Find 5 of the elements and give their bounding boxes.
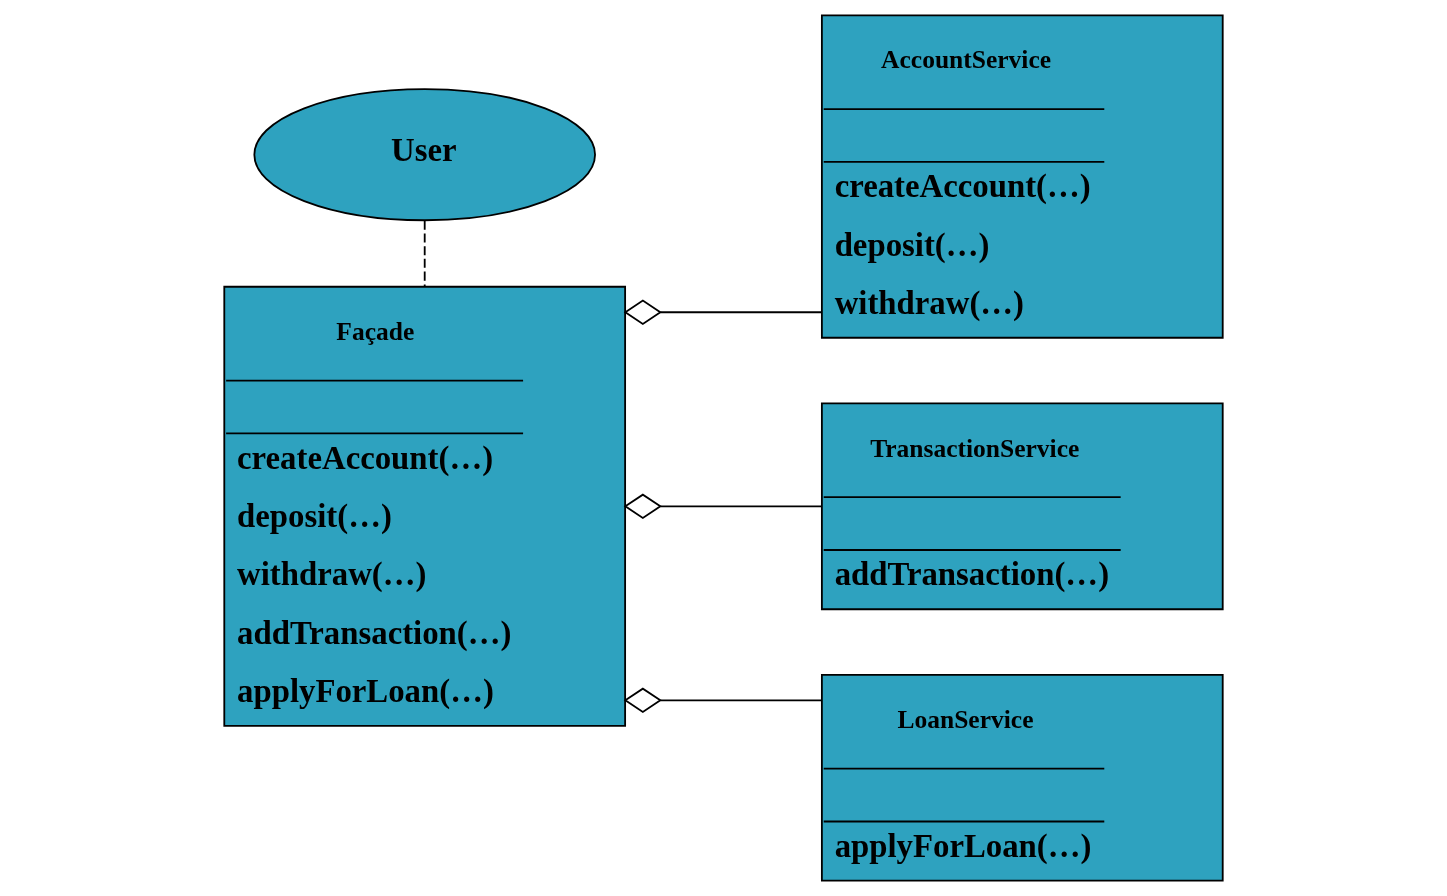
connector [623,687,823,714]
node-ellipse: User [253,88,596,222]
connector [623,299,823,326]
connector [623,493,823,520]
connector [423,219,426,288]
